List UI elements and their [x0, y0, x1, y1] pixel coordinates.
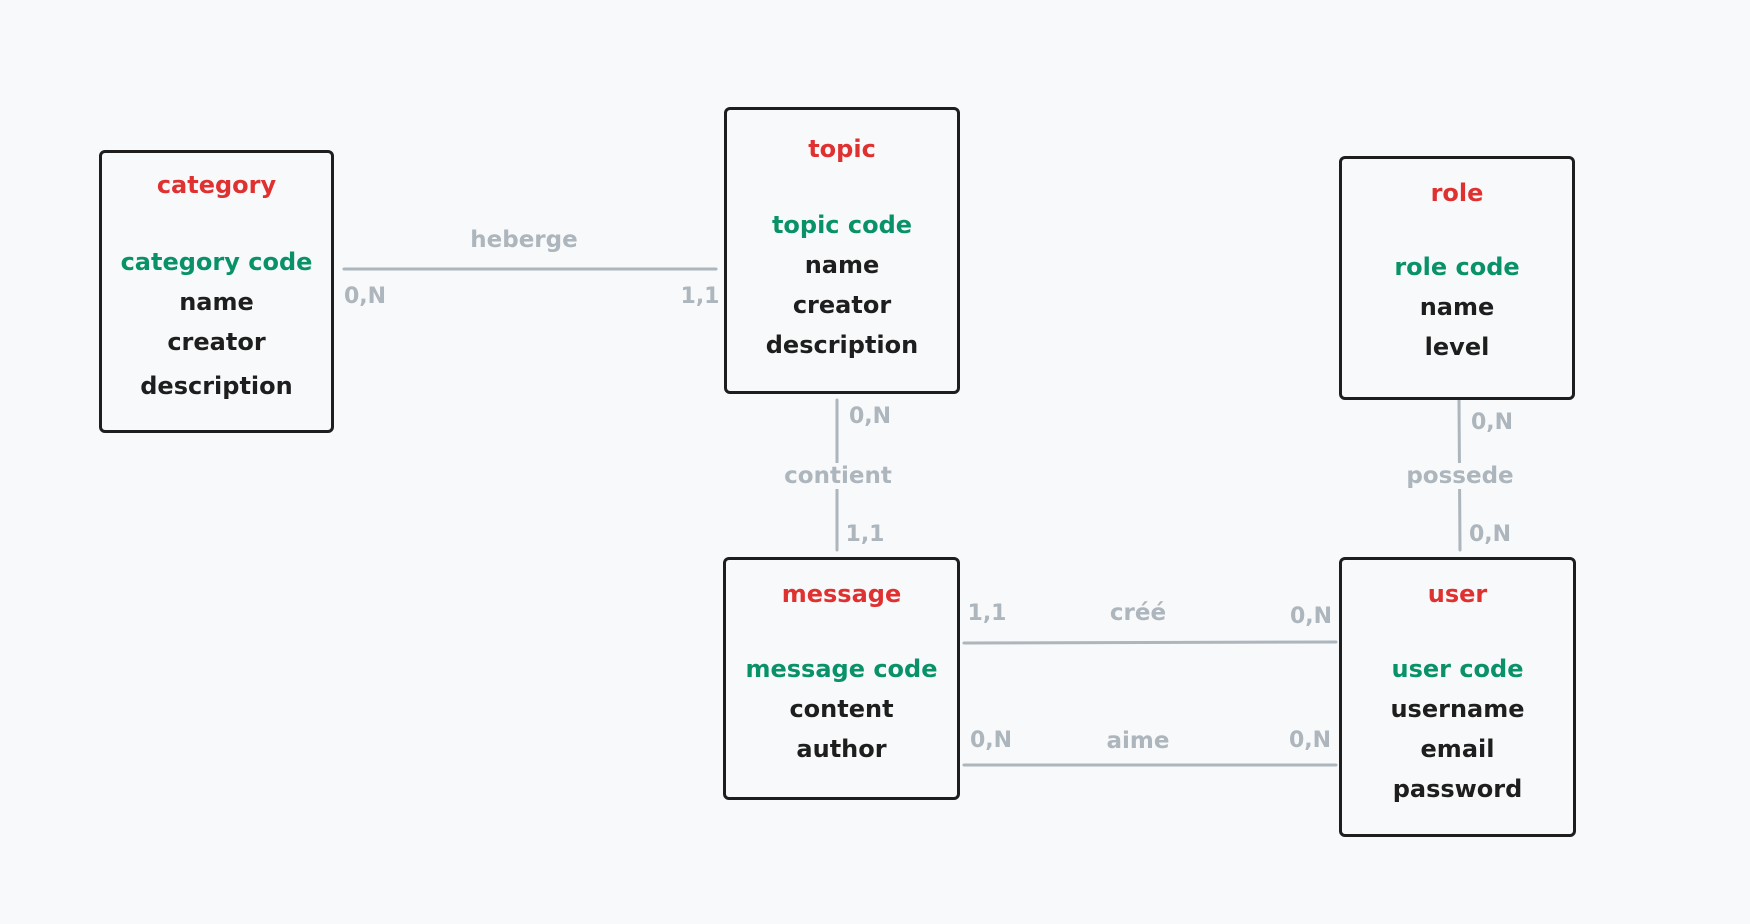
entity-attributes: category code name creator description	[102, 242, 331, 406]
attribute: name	[804, 251, 880, 279]
primary-key: category code	[120, 248, 313, 276]
entity-user[interactable]: user user code username email password	[1339, 557, 1576, 837]
cardinality-label: 0,N	[1289, 604, 1333, 629]
primary-key: topic code	[771, 211, 913, 239]
cardinality-label: 1,1	[845, 522, 885, 547]
connector-cree	[962, 640, 1338, 645]
attribute: content	[789, 695, 894, 723]
cardinality-label: 0,N	[1470, 410, 1514, 435]
entity-title: message	[781, 580, 902, 608]
relation-label-heberge: heberge	[470, 227, 578, 253]
attribute: creator	[792, 291, 892, 319]
entity-attributes: role code name level	[1342, 247, 1572, 367]
attribute: level	[1424, 333, 1490, 361]
relation-label-possede: possede	[1406, 463, 1514, 489]
primary-key: message code	[745, 655, 938, 683]
entity-title: category	[156, 171, 277, 199]
cardinality-label: 0,N	[1468, 522, 1512, 547]
primary-key: role code	[1394, 253, 1520, 281]
attribute: author	[796, 735, 887, 763]
cardinality-label: 1,1	[967, 601, 1007, 626]
relation-label-aime: aime	[1106, 728, 1170, 754]
attribute: password	[1392, 775, 1523, 803]
relation-label-contient: contient	[784, 463, 892, 489]
entity-title: role	[1430, 179, 1484, 207]
entity-title: topic	[808, 135, 876, 163]
relation-label-cree: créé	[1109, 600, 1167, 626]
entity-attributes: user code username email password	[1342, 649, 1573, 809]
attribute: description	[765, 331, 919, 359]
primary-key: user code	[1391, 655, 1524, 683]
cardinality-label: 0,N	[848, 404, 892, 429]
entity-title: user	[1427, 580, 1488, 608]
cardinality-label: 1,1	[680, 284, 720, 309]
attribute: creator	[167, 328, 266, 356]
cardinality-label: 0,N	[969, 728, 1013, 753]
entity-attributes: message code content author	[726, 649, 957, 769]
attribute: name	[179, 288, 254, 316]
entity-category[interactable]: category category code name creator desc…	[99, 150, 334, 433]
entity-role[interactable]: role role code name level	[1339, 156, 1575, 400]
entity-topic[interactable]: topic topic code name creator descriptio…	[724, 107, 960, 394]
attribute: email	[1420, 735, 1495, 763]
entity-message[interactable]: message message code content author	[723, 557, 960, 800]
attribute: username	[1390, 695, 1525, 723]
attribute: name	[1419, 293, 1495, 321]
cardinality-label: 0,N	[1288, 728, 1332, 753]
cardinality-label: 0,N	[343, 284, 387, 309]
attribute: description	[140, 372, 293, 400]
entity-attributes: topic code name creator description	[727, 205, 957, 365]
